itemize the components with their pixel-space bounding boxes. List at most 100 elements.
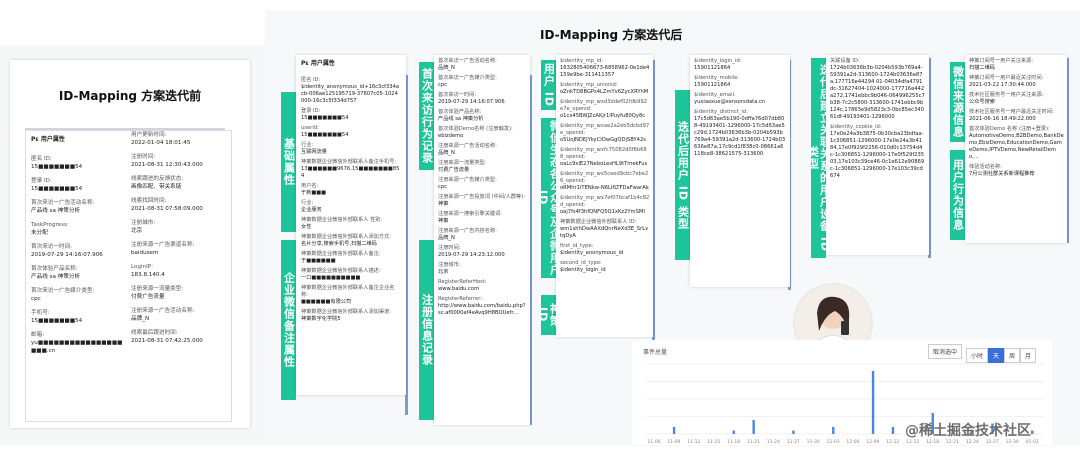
field-key: 行业: [301,200,314,206]
x-tick-label: 11-12 [687,439,700,445]
field-item: 行业:企业服务 [301,200,401,214]
field-item: 线索跟进的反馈状态:画像匹配、带关系链 [131,175,229,191]
field-value: 产品线 sa 神策分析 [31,208,81,214]
field-key: 首次体验产品名称: [438,109,482,115]
field-value: 2019-07-29 14:16:07.906 [31,252,103,258]
field-key: $identity_mp_wx7ef07bcaf1b4c82d_openid: [560,195,650,208]
field-key: 首次来访一广告媒介类型: [438,75,497,81]
chart-bar[interactable] [991,423,994,435]
field-key: 手机号: [31,310,50,316]
field-key: 注册来源一广告活动名称: [438,143,497,149]
x-tick-label: 11-06 [647,439,660,445]
tag-register-info: 注册信息记录 [419,240,434,420]
chart-bar[interactable] [951,430,954,435]
chart-bar[interactable] [732,430,735,435]
segment-day[interactable]: 天 [988,348,1005,363]
field-item: 神策数据企业微信外部联系人备注企业名称:■■■■■■有限公司 [301,285,401,306]
chart-bar[interactable] [752,420,755,434]
field-item: $identity_email:yuxiaoxue@sensorsdata.cn [694,92,786,106]
x-tick-label: 11-18 [727,439,740,445]
field-item: 首次体验Demo 名称 (注册+登录):AutomotiveDemo,B2BDe… [969,126,1064,161]
field-value: 1632805406673-6858962-0e1de4159e9be-3114… [560,65,650,78]
field-key: 首次体验Demo名称 (注册触发): [438,126,513,132]
range-clear-button[interactable]: 取消选中 [928,344,963,359]
field-value: 于■■■■■■ [301,258,336,264]
chart-bar[interactable] [971,430,974,435]
field-item: $identity_cookie_id:17e0e24a3b3875-0b30c… [830,124,925,180]
field-value: 神策数字化学院5 [301,316,341,322]
panel-header-label: 用户属性 [40,136,65,143]
chart-bar[interactable] [832,427,835,434]
chart-bar[interactable] [1031,430,1034,435]
field-value: http://www.baidu.com/baidu.php?sc.af0000… [438,303,526,316]
field-key: 神策数据企业微信外部联系人备注手机号: [301,159,397,165]
segment-week[interactable]: 周 [1004,348,1021,363]
x-tick-label: 12-21 [946,439,959,445]
field-value: cpc [31,296,41,302]
association-panel: 关联设备 ID:1724b03636b3b-0204b593b769a4-593… [826,55,929,255]
field-item: 注册城市:北京 [438,262,528,276]
x-tick-label: 12-24 [966,439,979,445]
field-item: 神策数据企业微信外部联系人添加方式:名片分享,搜索手机号,扫描二维码 [301,234,401,248]
field-value: 17c5d63ae5b190-0dffa76d07db808-49193401-… [694,116,786,157]
field-value: 一口■■■■■■■■■■ [301,275,361,281]
field-key: $identity_mp_wxfc75082d0f8b688_openid: [560,147,647,160]
segment-month[interactable]: 月 [1020,348,1037,363]
field-key: 注册来源一广告投放词 (中间/人群等): [438,194,526,200]
x-tick-label: 12-06 [846,439,859,445]
field-key: RegisterReferrer: [438,296,482,302]
field-value: 于新■■■ [301,190,327,196]
field-item: 神策数据企业微信外部联系人备注手机号:13■■■■■■9676,15■■■■■■… [301,159,401,180]
field-value: $identity_anonymous_id+16c3cf334acb-006a… [301,84,400,104]
field-item: 首次来访一时间:2019-07-29 14:16:07.906 [438,92,528,106]
field-key: 线索找回时间: [131,198,167,204]
field-item: $identity_mp_wxae2a2eb5dcbd97e_openid:o5… [560,123,650,144]
field-item: 首次体验产品名称:产品线 sa 神策分析 [438,109,528,123]
x-tick-label: 12-09 [866,439,879,445]
before-title: ID-Mapping 方案迭代前 [58,89,202,103]
field-value: AutomotiveDemo,B2BDemo,BankDemo,EbizDemo… [969,133,1064,160]
field-key: $identity_mp_unionid: [560,82,618,88]
field-item: 注册来源一广告活动名称:品牌_N [131,307,229,323]
tag-enterprise-wechat: 企业微信备注属性 [281,240,296,400]
chart-bar[interactable] [931,413,934,434]
field-item: TaskProgress:未分配 [31,221,123,237]
col1-fields: 匿名 ID:$identity_anonymous_id+16c3cf334ac… [301,77,401,326]
field-key: 注册来源一广告媒介类型: [438,177,497,183]
user-icon: Pε [31,136,39,143]
chart-bar[interactable] [672,427,676,434]
field-value: 扫描二维码 [969,65,995,71]
field-value: 2021-08-31 07:58:09.000 [131,206,203,212]
field-item: 首次来访一广告活动名称:产品线 sa 神策分析 [31,199,123,215]
field-item: 首次体验产品名称:产品线 sa 神策分析 [31,265,123,281]
wechat-id-panel: $identity_mp_id:1632805406673-6858962-0e… [556,55,653,337]
field-key: userId: [301,125,319,131]
field-value: 付费广告流量 [438,167,470,173]
field-item: $identity_distinct_id:17c5d63ae5b190-0df… [694,109,786,158]
chart-bar[interactable] [891,427,895,434]
field-value: 15■■■■■■■54 [31,164,83,170]
field-value: 2021-08-31 07:42:25.000 [131,338,203,344]
tag-identity: 神策 ID [537,295,562,335]
x-tick-label: 12-15 [906,439,919,445]
tag-first-visit: 首次来访行为记录 [419,62,434,170]
field-item: 匿名 ID:15■■■■■■■54 [31,155,123,171]
field-item: 匿名 ID:$identity_anonymous_id+16c3cf334ac… [301,77,401,105]
tag-wechat-source: 微信来源信息 [950,62,965,142]
field-item: 注册来源一广告投放词 (中间/人群等):神策 [438,194,528,208]
col5-fields: 关联设备 ID:1724b03636b3b-0204b593b769a4-593… [830,58,925,183]
field-key: 行业: [301,142,314,148]
x-tick-label: 11-27 [787,439,800,445]
field-item: 线索找回时间: 2021-08-31 07:58:09.000 [131,197,229,213]
segment-hour[interactable]: 小时 [966,348,989,363]
field-key: 首次体验Demo 名称 (注册+登录): [969,126,1050,132]
field-value: 互联网流量 [301,149,327,155]
chart-bar[interactable] [792,430,795,435]
field-value: 画像匹配、带关系链 [131,184,182,190]
field-key: 注册来源一广告活动名称: [131,308,195,314]
field-item: 注册来源一广告媒介类型:cpc [438,177,528,191]
field-value: o1cx45BWJZcAKjr1lPuyfu80Qy8c [560,113,646,119]
x-tick-label: 12-12 [886,439,899,445]
chart-bar[interactable] [871,371,875,434]
